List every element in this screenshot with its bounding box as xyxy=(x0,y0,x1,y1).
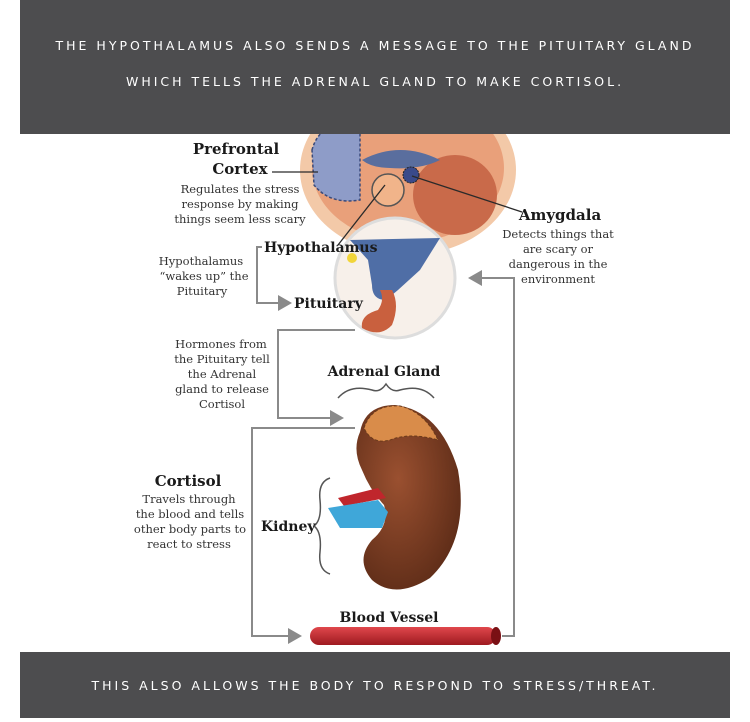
amygdala-desc-3: dangerous in the xyxy=(509,257,608,271)
cortisol-desc-3: other body parts to xyxy=(134,522,246,536)
blood-vessel xyxy=(310,627,496,645)
prefrontal-desc-1: Regulates the stress xyxy=(181,182,300,196)
adrenal-brace xyxy=(338,384,434,398)
blood-vessel-end xyxy=(491,627,501,645)
pituitary-label: Pituitary xyxy=(294,296,364,312)
bottom-caption-banner: THIS ALSO ALLOWS THE BODY TO RESPOND TO … xyxy=(20,652,730,718)
top-caption-line1: THE HYPOTHALAMUS ALSO SENDS A MESSAGE TO… xyxy=(20,38,730,53)
hypothalamus-desc-1: Hypothalamus xyxy=(159,254,244,268)
prefrontal-title-line2: Cortex xyxy=(212,160,268,178)
cortisol-desc-2: the blood and tells xyxy=(136,507,244,521)
amygdala-desc-4: environment xyxy=(521,272,595,286)
hormones-desc-2: the Pituitary tell xyxy=(174,352,270,366)
cerebellum xyxy=(413,155,497,235)
prefrontal-desc-3: things seem less scary xyxy=(174,212,306,226)
hormones-desc-3: the Adrenal xyxy=(188,367,257,381)
amygdala-desc-1: Detects things that xyxy=(502,227,614,241)
top-caption-banner: THE HYPOTHALAMUS ALSO SENDS A MESSAGE TO… xyxy=(20,0,730,134)
amygdala-desc-2: are scary or xyxy=(523,242,594,256)
amygdala-marker xyxy=(403,167,419,183)
kidney-brace xyxy=(314,478,330,574)
amygdala-title: Amygdala xyxy=(518,206,602,224)
adrenal-gland-label: Adrenal Gland xyxy=(327,364,441,380)
renal-vein xyxy=(328,500,388,528)
bottom-caption-text: THIS ALSO ALLOWS THE BODY TO RESPOND TO … xyxy=(20,678,730,693)
top-caption-line2: WHICH TELLS THE ADRENAL GLAND TO MAKE CO… xyxy=(20,74,730,89)
vessel-to-brain-arrow xyxy=(470,278,514,636)
thalamus xyxy=(372,174,404,206)
hormones-desc-4: gland to release xyxy=(175,382,269,396)
cortisol-desc-4: react to stress xyxy=(147,537,231,551)
hormones-desc-5: Cortisol xyxy=(199,397,245,411)
hormones-desc-1: Hormones from xyxy=(175,337,267,351)
prefrontal-desc-2: response by making xyxy=(182,197,300,211)
hypothalamus-desc-3: Pituitary xyxy=(177,284,228,298)
pituitary-zoom xyxy=(335,218,455,338)
blood-vessel-label: Blood Vessel xyxy=(340,610,439,626)
cortisol-title: Cortisol xyxy=(155,472,222,490)
hypothalamus-label: Hypothalamus xyxy=(264,240,378,256)
kidney-illustration xyxy=(328,405,461,590)
hypothalamus-desc-2: “wakes up” the xyxy=(159,269,248,283)
blood-vessel-illustration xyxy=(310,627,501,645)
cortisol-desc-1: Travels through xyxy=(142,492,236,506)
kidney-label: Kidney xyxy=(261,519,316,535)
prefrontal-title-line1: Prefrontal xyxy=(193,140,280,158)
